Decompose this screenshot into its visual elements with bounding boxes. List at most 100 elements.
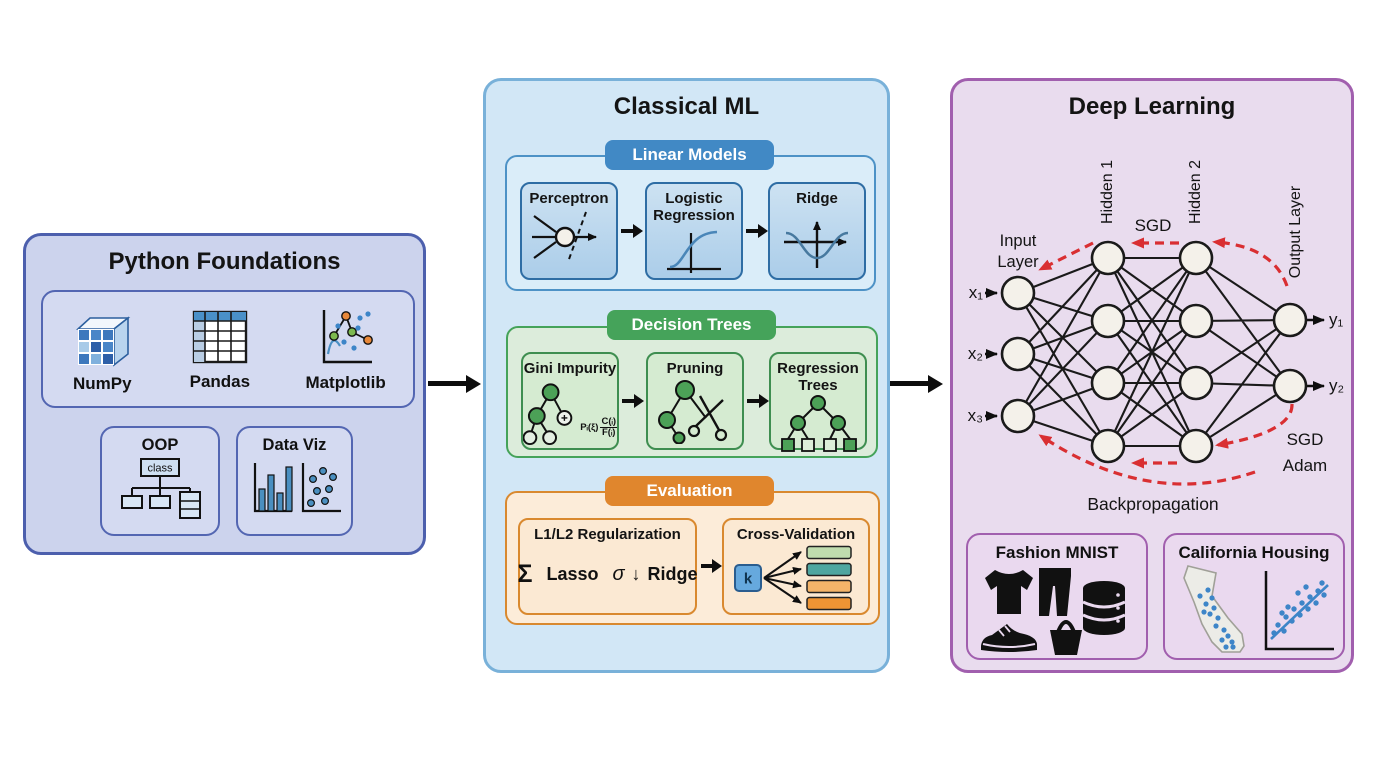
- hidden1-layer-label: Hidden 1: [1099, 159, 1116, 225]
- fashion-mnist-label: Fashion MNIST: [995, 543, 1119, 562]
- oop-box: OOP class: [100, 426, 220, 536]
- arrow-gini-pruning: [622, 394, 644, 408]
- perceptron-icon: [532, 211, 597, 263]
- library-matplotlib: Matplotlib: [305, 306, 386, 393]
- adam-label: Adam: [1282, 456, 1328, 475]
- input-x2-label: x₂: [967, 344, 983, 363]
- pandas-label: Pandas: [189, 371, 251, 391]
- k-label: k: [744, 570, 753, 587]
- sgd-top-label: SGD: [1134, 216, 1172, 235]
- arrow-python-to-classical: [428, 374, 481, 393]
- hidden1-nodes: [1090, 240, 1126, 464]
- arrow-logistic-ridge: [746, 224, 768, 238]
- cross-validation-label: Cross-Validation: [736, 526, 856, 543]
- scatter-trend-icon: [1264, 571, 1334, 651]
- sgd-bottom-label: SGD: [1286, 430, 1324, 449]
- matplotlib-chart-icon: [322, 309, 373, 363]
- database-icon: [1082, 581, 1126, 635]
- fold-bar-1: [806, 545, 852, 560]
- evaluation-tab: Evaluation: [605, 476, 774, 506]
- gini-formula-p: Pᵢ(ξ): [580, 421, 599, 433]
- libraries-box: NumPy Pandas: [41, 290, 415, 408]
- regression-tree-icon: [781, 394, 857, 452]
- matplotlib-label: Matplotlib: [305, 372, 386, 392]
- logistic-regression-box: Logistic Regression: [645, 182, 743, 280]
- fold-bar-3: [806, 579, 852, 594]
- regression-trees-box: Regression Trees: [769, 352, 867, 452]
- cross-validation-box: Cross-Validation k: [722, 518, 870, 615]
- kfold-icon: k: [734, 545, 852, 611]
- data-viz-box: Data Viz: [236, 426, 353, 536]
- linear-models-group: Perceptron Logistic Regression: [505, 155, 876, 291]
- data-viz-title: Data Viz: [262, 436, 327, 454]
- edges-hidden1-hidden2: [1107, 256, 1197, 448]
- numpy-label: NumPy: [72, 373, 132, 393]
- perceptron-box: Perceptron: [520, 182, 618, 280]
- handbag-icon: [1050, 620, 1082, 655]
- sigmoid-curve-icon: [667, 230, 721, 273]
- python-foundations-panel: Python Foundations NumPy: [23, 233, 426, 555]
- fold-bar-4: [806, 596, 852, 611]
- evaluation-group: L1/L2 Regularization Σ Lasso σ ↓ Ridge C…: [505, 491, 880, 625]
- trousers-icon: [1039, 568, 1071, 616]
- library-numpy: NumPy: [70, 305, 134, 394]
- gini-formula-fraction: C(ᵢ) F(ᵢ): [600, 417, 617, 438]
- classical-ml-title: Classical ML: [613, 93, 760, 120]
- gini-impurity-box: Gini Impurity Pᵢ(ξ) C(ᵢ): [521, 352, 619, 450]
- linear-models-tab: Linear Models: [605, 140, 774, 170]
- arrow-classical-to-deep: [890, 374, 943, 393]
- input-x1-label: x₁: [968, 283, 983, 302]
- regularization-box: L1/L2 Regularization Σ Lasso σ ↓ Ridge: [517, 518, 698, 615]
- fashion-mnist-icon: [981, 568, 1126, 655]
- neural-network-svg: [985, 237, 1325, 486]
- sigma-symbol: σ: [612, 563, 625, 586]
- classical-ml-panel: Classical ML Linear Models Perceptron Lo…: [483, 78, 890, 673]
- class-hierarchy-icon: class: [121, 458, 201, 519]
- ridge-symbol-label: Ridge: [647, 564, 698, 585]
- fold-bar-2: [806, 562, 852, 577]
- decision-trees-group: Gini Impurity Pᵢ(ξ) C(ᵢ): [506, 326, 878, 458]
- pruning-label: Pruning: [666, 360, 724, 377]
- input-layer-nodes: [1000, 275, 1036, 434]
- gini-formula: Pᵢ(ξ) C(ᵢ) F(ᵢ): [580, 417, 617, 446]
- gini-tree-icon: [523, 383, 573, 445]
- down-arrow-symbol: ↓: [631, 564, 641, 585]
- gini-impurity-label: Gini Impurity: [523, 360, 617, 377]
- arrow-pruning-regression: [747, 394, 769, 408]
- ridge-curve-icon: [784, 220, 849, 268]
- bar-scatter-icon: [253, 463, 341, 513]
- arrow-perceptron-logistic: [621, 224, 643, 238]
- perceptron-label: Perceptron: [529, 190, 609, 207]
- output-y1-label: y₁: [1329, 310, 1344, 329]
- hidden2-nodes: [1178, 240, 1214, 464]
- lasso-label: Lasso: [546, 564, 599, 585]
- edges-hidden2-output: [1195, 257, 1291, 447]
- output-layer-label: Output Layer: [1287, 185, 1304, 279]
- deep-learning-title: Deep Learning: [1068, 93, 1236, 120]
- class-box-label: class: [147, 463, 173, 475]
- hidden2-layer-label: Hidden 2: [1187, 159, 1204, 225]
- arrow-regularization-crossval: [701, 559, 722, 573]
- input-layer-label: Input Layer: [997, 232, 1039, 271]
- sneaker-icon: [981, 624, 1037, 652]
- gini-formula-numerator: C(ᵢ): [600, 415, 617, 429]
- backpropagation-label: Backpropagation: [1087, 494, 1219, 514]
- oop-title: OOP: [141, 436, 179, 454]
- regression-trees-label: Regression Trees: [777, 360, 859, 394]
- neural-network: Input Layer Hidden 1 Hidden 2 SGD Output…: [953, 136, 1357, 528]
- decision-trees-tab: Decision Trees: [607, 310, 776, 340]
- california-map-icon: [1183, 565, 1334, 653]
- pandas-table-icon: [192, 310, 248, 363]
- library-pandas: Pandas: [189, 307, 251, 392]
- regularization-label: L1/L2 Regularization: [534, 526, 681, 543]
- deep-learning-panel: Deep Learning: [950, 78, 1354, 673]
- input-x3-label: x₃: [967, 406, 983, 425]
- pruning-scissors-icon: [658, 379, 728, 445]
- california-housing-label: California Housing: [1178, 543, 1330, 562]
- edges-input-hidden1: [1017, 257, 1109, 447]
- california-housing-box: California Housing: [1163, 533, 1345, 660]
- numpy-cube-icon: [76, 315, 131, 367]
- backprop-arrows: [1038, 237, 1294, 486]
- california-dots: [1197, 587, 1236, 650]
